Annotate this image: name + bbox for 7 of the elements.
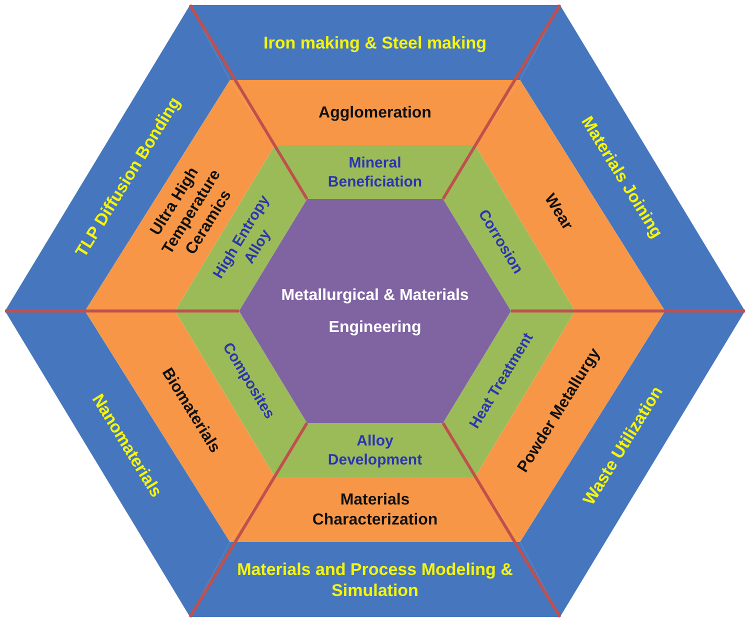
topic-label: Alloy Development (328, 432, 422, 468)
topic-label: Materials Characterization (312, 491, 438, 528)
topic-label: Materials and Process Modeling & Simulation (237, 559, 513, 600)
topic-label: Mineral Beneficiation (328, 154, 422, 190)
topic-label: Metallurgical & Materials Engineering (281, 286, 469, 336)
topic-label: Iron making & Steel making (264, 33, 486, 52)
topic-label: Agglomeration (318, 104, 432, 121)
